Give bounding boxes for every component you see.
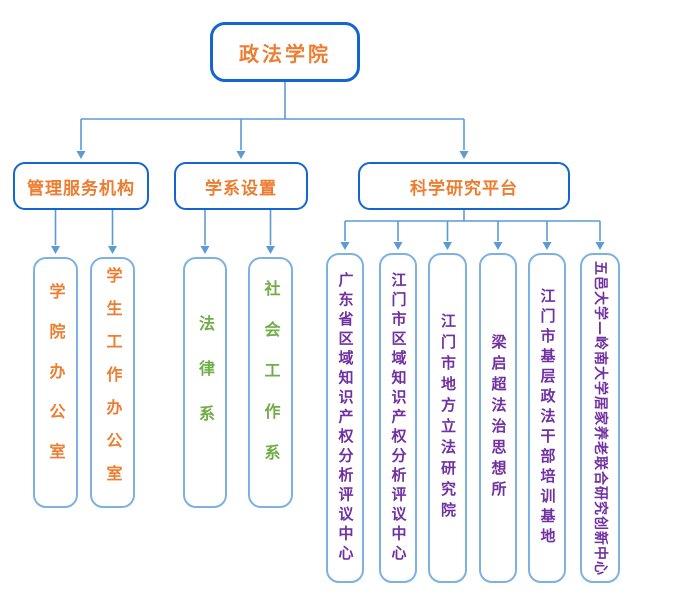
node-student-affairs-office: 学生工作办公室: [90, 257, 135, 508]
node-branch-research-platform: 科学研究平台: [358, 162, 570, 210]
node-branch-departments: 学系设置: [174, 162, 308, 210]
node-local-legislation-institute-label: 江门市地方立法研究院: [439, 313, 457, 523]
node-jiangmen-ip-center-label: 江门市区域知识产权分析评议中心: [389, 271, 408, 565]
node-root: 政法学院: [210, 22, 360, 82]
node-college-office: 学院办公室: [33, 257, 78, 508]
node-branch-management: 管理服务机构: [13, 162, 149, 210]
node-college-office-label: 学院办公室: [46, 282, 66, 483]
node-branch-departments-label: 学系设置: [205, 178, 277, 199]
node-social-work-department: 社会工作系: [248, 257, 293, 508]
node-law-department-label: 法律系: [196, 315, 215, 450]
node-elderly-care-innovation-center: 五邑大学—岭南大学居家养老联合研究创新中心: [580, 253, 620, 583]
node-branch-management-label: 管理服务机构: [27, 178, 135, 199]
node-cadre-training-base-label: 江门市基层政法干部培训基地: [538, 288, 557, 548]
node-social-work-department-label: 社会工作系: [261, 280, 281, 485]
node-law-department: 法律系: [183, 257, 227, 508]
node-guangdong-ip-center: 广东省区域知识产权分析评议中心: [326, 253, 364, 583]
node-liangqichao-institute-label: 梁启超法治思想所: [489, 334, 508, 502]
node-jiangmen-ip-center: 江门市区域知识产权分析评议中心: [379, 253, 417, 583]
node-student-affairs-office-label: 学生工作办公室: [103, 267, 123, 498]
node-root-label: 政法学院: [239, 41, 331, 66]
node-guangdong-ip-center-label: 广东省区域知识产权分析评议中心: [336, 271, 355, 565]
node-local-legislation-institute: 江门市地方立法研究院: [428, 253, 467, 583]
node-liangqichao-institute: 梁启超法治思想所: [479, 253, 517, 583]
node-branch-research-platform-label: 科学研究平台: [410, 178, 518, 199]
node-cadre-training-base: 江门市基层政法干部培训基地: [528, 253, 566, 583]
node-elderly-care-innovation-center-label: 五邑大学—岭南大学居家养老联合研究创新中心: [592, 260, 608, 576]
